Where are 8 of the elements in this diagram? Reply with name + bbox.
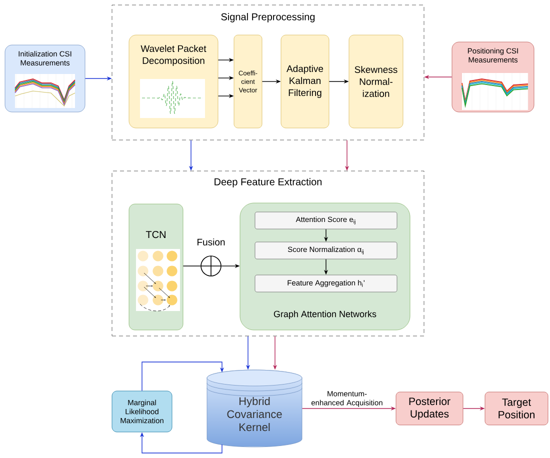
- arrow: [142, 362, 224, 392]
- output-box: Posterior Updates: [396, 392, 464, 426]
- cylinder: Hybrid Covariance Kernel: [206, 370, 302, 448]
- output-box: Target Position: [484, 392, 548, 426]
- fusion-circle: [200, 256, 222, 276]
- fusion-label: Fusion: [198, 238, 225, 246]
- process-box: Skewness Normal- ization: [348, 34, 404, 128]
- process-box: Adaptive Kalman Filtering: [280, 34, 330, 128]
